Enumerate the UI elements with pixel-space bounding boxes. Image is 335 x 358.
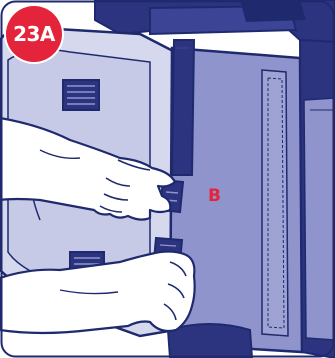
seat-base-strap: [168, 324, 252, 358]
seat-side-panel: [300, 40, 335, 358]
part-b-label: B: [208, 188, 221, 205]
shell-vent-upper: [63, 80, 99, 110]
harness-strap: [172, 40, 194, 175]
step-number-badge: 23A: [6, 6, 62, 62]
step-number-label: 23A: [13, 24, 55, 44]
